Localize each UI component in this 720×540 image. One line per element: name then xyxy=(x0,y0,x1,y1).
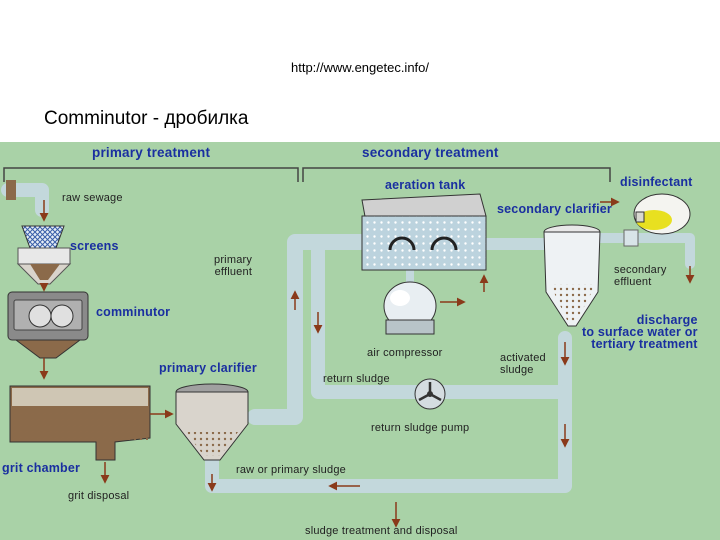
return-sludge-pump-unit xyxy=(414,378,446,410)
return-sludge-pump-label: return sludge pump xyxy=(371,422,470,434)
raw-or-primary-sludge-label: raw or primary sludge xyxy=(236,464,346,476)
screens-unit xyxy=(16,225,72,285)
grit-disposal-label: grit disposal xyxy=(68,490,130,502)
disinfectant-tank-unit xyxy=(633,193,691,235)
aeration-tank-label: aeration tank xyxy=(385,178,466,192)
activated-sludge-label: activated sludge xyxy=(500,352,546,376)
section-secondary-label: secondary treatment xyxy=(362,145,499,160)
section-bracket-primary xyxy=(3,167,299,182)
disinfectant-valve xyxy=(623,229,639,247)
source-url: http://www.engetec.info/ xyxy=(290,60,430,75)
inlet-pipe-head xyxy=(6,180,16,200)
discharge-label: discharge to surface water or tertiary t… xyxy=(582,313,698,351)
slide-title: Comminutor - дробилка xyxy=(44,108,249,129)
wastewater-treatment-diagram: primary treatment secondary treatment ra… xyxy=(0,142,720,540)
return-sludge-label: return sludge xyxy=(323,373,390,385)
secondary-effluent-label: secondary effluent xyxy=(614,264,667,288)
comminutor-unit xyxy=(7,291,89,359)
primary-clarifier-label: primary clarifier xyxy=(159,361,257,375)
aeration-tank-unit xyxy=(361,193,487,271)
grit-chamber-label: grit chamber xyxy=(2,461,81,475)
secondary-clarifier-label: secondary clarifier xyxy=(497,202,612,216)
secondary-clarifier-unit xyxy=(543,224,601,327)
section-bracket-secondary xyxy=(302,167,611,182)
primary-effluent-label: primary effluent xyxy=(214,254,253,278)
air-compressor-label: air compressor xyxy=(367,347,443,359)
section-primary-label: primary treatment xyxy=(92,145,211,160)
primary-clarifier-unit xyxy=(175,383,249,461)
grit-chamber-unit xyxy=(9,385,151,461)
diagram-graphics xyxy=(1,167,695,528)
comminutor-label: comminutor xyxy=(96,305,171,319)
disinfectant-label: disinfectant xyxy=(620,175,693,189)
sludge-treatment-label: sludge treatment and disposal xyxy=(305,525,458,537)
raw-sewage-label: raw sewage xyxy=(62,192,123,204)
air-compressor-unit xyxy=(383,281,437,335)
screens-label: screens xyxy=(70,239,119,253)
flow-arrows xyxy=(39,197,695,528)
